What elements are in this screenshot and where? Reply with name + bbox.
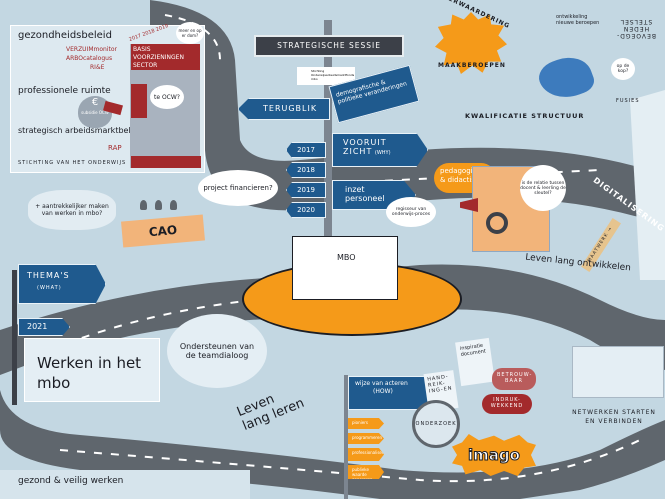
imago-label: imago: [468, 446, 521, 465]
gezond-veilig-werken: gezond & veilig werken: [18, 476, 124, 486]
signpost-title: STRATEGISCHE SESSIE: [254, 35, 404, 57]
new-professions-note: ontwikkeling nieuwe beroepen: [556, 14, 600, 26]
wijze-sub: (HOW): [373, 388, 393, 395]
werken-in-mbo-panel: Werken in het mbo: [24, 338, 160, 402]
key-icon: [486, 212, 508, 234]
sign-year-2020: 2020: [286, 202, 326, 218]
themas-sub: (WHAT): [37, 285, 62, 291]
how-pole: [344, 375, 348, 499]
sign-year-2021: 2021: [18, 318, 70, 336]
policy-stichting-onderwijs: STICHTING van het ONDERWIJS: [18, 160, 127, 166]
wall-question-bubble: meer en op er dom?: [176, 22, 204, 44]
themas-pole: [12, 270, 17, 405]
orange-sign-professionaliseren: professionaliseren: [348, 448, 384, 461]
kwalificatie-structuur: KWALIFICATIE STRUCTUUR: [465, 112, 585, 120]
policy-professionele-ruimte: professionele ruimte: [18, 86, 111, 96]
policy-strategisch-arbeidsmarktbeleid: strategisch arbeidsmarktbeleid: [18, 126, 143, 135]
note-rie: RI&E: [90, 64, 105, 71]
regisseur-bubble: regisseur van onderwijs-proces: [386, 197, 436, 227]
signpost-pole: [324, 20, 332, 252]
betrouwbaar-cloud: BETROUW-BAAR: [492, 368, 536, 390]
sign-wijze-van-acteren: wijze van acteren (HOW): [348, 376, 434, 410]
attractive-work-bubble: + aantrekkelijker maken van werken in mb…: [28, 190, 116, 230]
herwaardering-bottom-label: MAAKBEROEPEN: [438, 62, 506, 69]
wall-title: BASIS VOORZIENINGEN SECTOR: [131, 44, 200, 70]
vooruitzicht-label: VOORUIT ZICHT: [343, 138, 387, 156]
cao-label: CAO: [148, 222, 178, 240]
fusies-label: FUSIES: [616, 98, 640, 104]
mbo-building-label: MBO: [337, 253, 356, 262]
orange-sign-pioniers: pioniers: [348, 418, 384, 429]
sign-vooruitzicht: VOORUIT ZICHT (WHY): [332, 133, 428, 167]
teamdialoog-bubble: Ondersteunen van de teamdialoog: [167, 314, 267, 388]
orange-sign-programmeren: programmeren: [348, 433, 384, 444]
sign-year-2019: 2019: [286, 182, 326, 198]
note-arbocatalogus: ARBOcatalogus: [66, 55, 113, 62]
brick-stack: [131, 84, 147, 118]
indrukwekkend-cloud: INDRUK-WEKKEND: [482, 394, 532, 414]
logo-text: Stichting Onderwijsarbeidsmarktfonds mbo: [311, 69, 355, 81]
docent-key-bubble: is de relatie tussen docent & leerling d…: [520, 165, 566, 211]
euro-symbol: €: [91, 97, 99, 108]
sign-inzet-personeel: inzet personeel: [332, 180, 416, 210]
netwerken-label: NETWERKEN STARTEN EN VERBINDEN: [572, 409, 656, 425]
sign-year-2017: 2017: [286, 142, 326, 158]
policy-gezondheidsbeleid: gezondheidsbeleid: [18, 30, 112, 41]
money-bag-text: subsidie OCW: [81, 110, 109, 115]
foundation-logo: Stichting Onderwijsarbeidsmarktfonds mbo: [297, 67, 355, 85]
op-de-kop-bubble: op de kop?: [611, 58, 635, 80]
people-figures-icon: [140, 200, 200, 210]
brick-row: [131, 156, 201, 168]
megaphone-icon: [460, 198, 478, 212]
bevoegdheden-stelsel: BEVOEGD-HEDEN STELSEL: [616, 18, 656, 39]
vooruitzicht-sub: (WHY): [374, 150, 391, 156]
sign-themas: THEMA'S (WHAT): [18, 264, 106, 304]
mbo-building: MBO: [292, 236, 398, 300]
ocw-bubble: te OCW?: [150, 85, 184, 109]
magnifier-onderzoek: ONDERZOEK: [412, 400, 460, 448]
note-verzuimmonitor: VERZUIMmonitor: [66, 46, 117, 53]
themas-title: THEMA'S: [27, 271, 70, 280]
project-financieren-bubble: project financieren?: [198, 170, 278, 206]
wijze-title: wijze van acteren: [355, 380, 408, 387]
netwerken-building: [572, 346, 664, 398]
sign-year-2018: 2018: [286, 162, 326, 178]
note-rap: RAP: [108, 144, 122, 152]
orange-sign-publieke-waarde: publieke waarde genereren: [348, 465, 384, 479]
imago-burst: imago: [452, 434, 536, 476]
sign-terugblik: TERUGBLIK: [238, 98, 330, 120]
inspiratie-document: inspiratie document: [455, 337, 495, 387]
